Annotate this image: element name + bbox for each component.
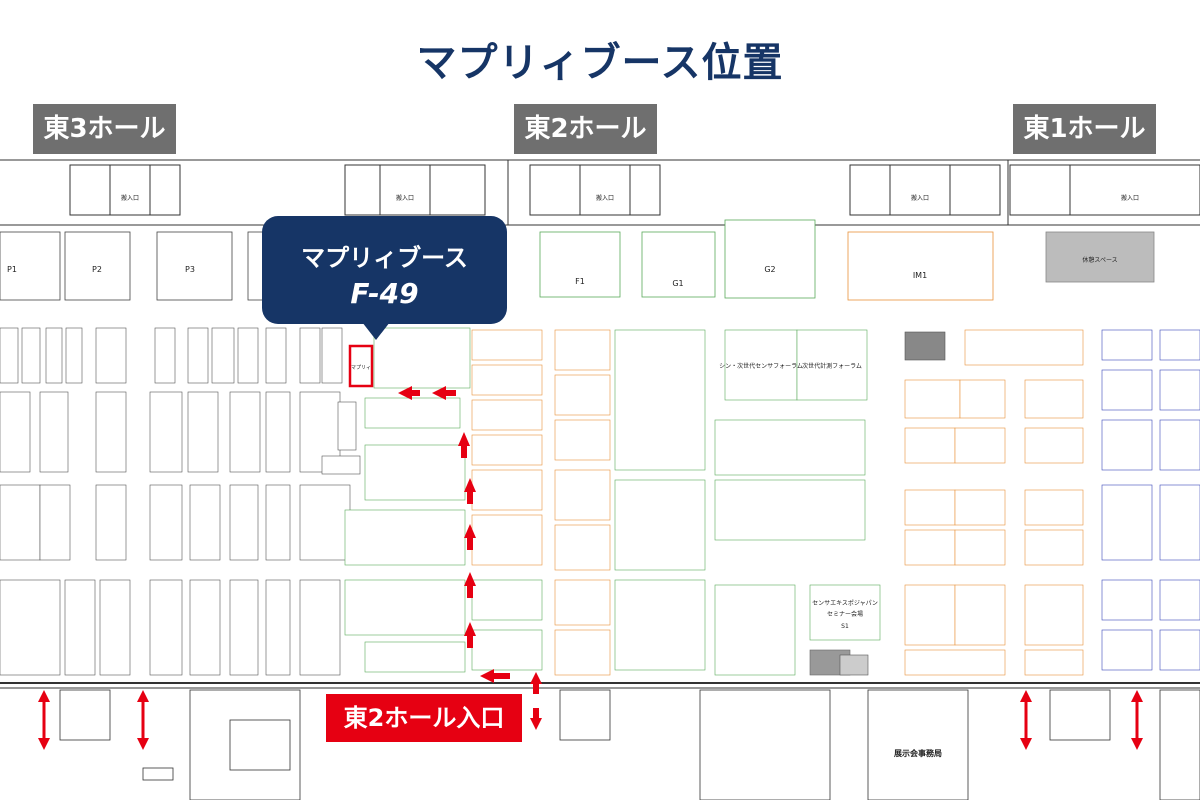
room-s1-label: S1 (841, 623, 849, 630)
entrance-arrows (38, 690, 1143, 750)
entrance-small-label: 搬入口 (911, 194, 929, 202)
room-p3-label: P3 (185, 265, 195, 274)
booths-east3 (0, 327, 351, 676)
room-g2-label: G2 (764, 265, 775, 274)
page-title: マプリィブース位置 (416, 40, 784, 86)
entrance-small-label: 搬入口 (121, 194, 139, 202)
room-f1-label: F1 (575, 277, 585, 286)
hall-label-east2: 東2ホール (514, 104, 657, 154)
rest-spaces (321, 401, 869, 676)
room-im1-label: IM1 (913, 271, 927, 280)
entrance-small-label: 搬入口 (396, 194, 414, 202)
top-entrances (69, 164, 1200, 216)
room-p1-label: P1 (7, 265, 17, 274)
callout-booth-code: F-49 (350, 277, 419, 310)
hall-label-east1: 東1ホール (1013, 104, 1156, 154)
mapry-booth-label: マプリィ (351, 365, 371, 371)
entrance-label: 東2ホール入口 (326, 694, 522, 742)
rest-space-label: 休憩スペース (1082, 256, 1117, 264)
room-p2-label: P2 (92, 265, 102, 274)
office-label: 展示会事務局 (893, 748, 942, 758)
hall-walls (0, 159, 1200, 689)
booths-east2 (344, 327, 881, 676)
booth-callout: マプリィブース F-49 (262, 216, 507, 340)
seminar-label: セミナー会場 (827, 610, 863, 618)
booths-east1 (904, 329, 1200, 676)
callout-booth-name: マプリィブース (301, 244, 468, 272)
forum-next-meas-label: 次世代計測フォーラム (802, 362, 862, 370)
entrance-small-label: 搬入口 (1121, 194, 1139, 202)
mapry-booth-marker (348, 344, 374, 388)
entrance-small-label: 搬入口 (596, 194, 614, 202)
sensor-expo-label: センサエキスポジャパン (812, 599, 878, 607)
seminar-rooms (539, 219, 1155, 301)
forum-shin-sensor-label: シン・次世代センサフォーラム (719, 362, 803, 370)
hall-label-east3: 東3ホール (33, 104, 176, 154)
route-arrows (398, 386, 542, 730)
bottom-structures (59, 689, 1200, 800)
room-g1-label: G1 (672, 279, 683, 288)
floor-map: 搬入口 搬入口 搬入口 搬入口 搬入口 P1 P2 P3 F1 G1 G2 IM… (0, 159, 1200, 800)
